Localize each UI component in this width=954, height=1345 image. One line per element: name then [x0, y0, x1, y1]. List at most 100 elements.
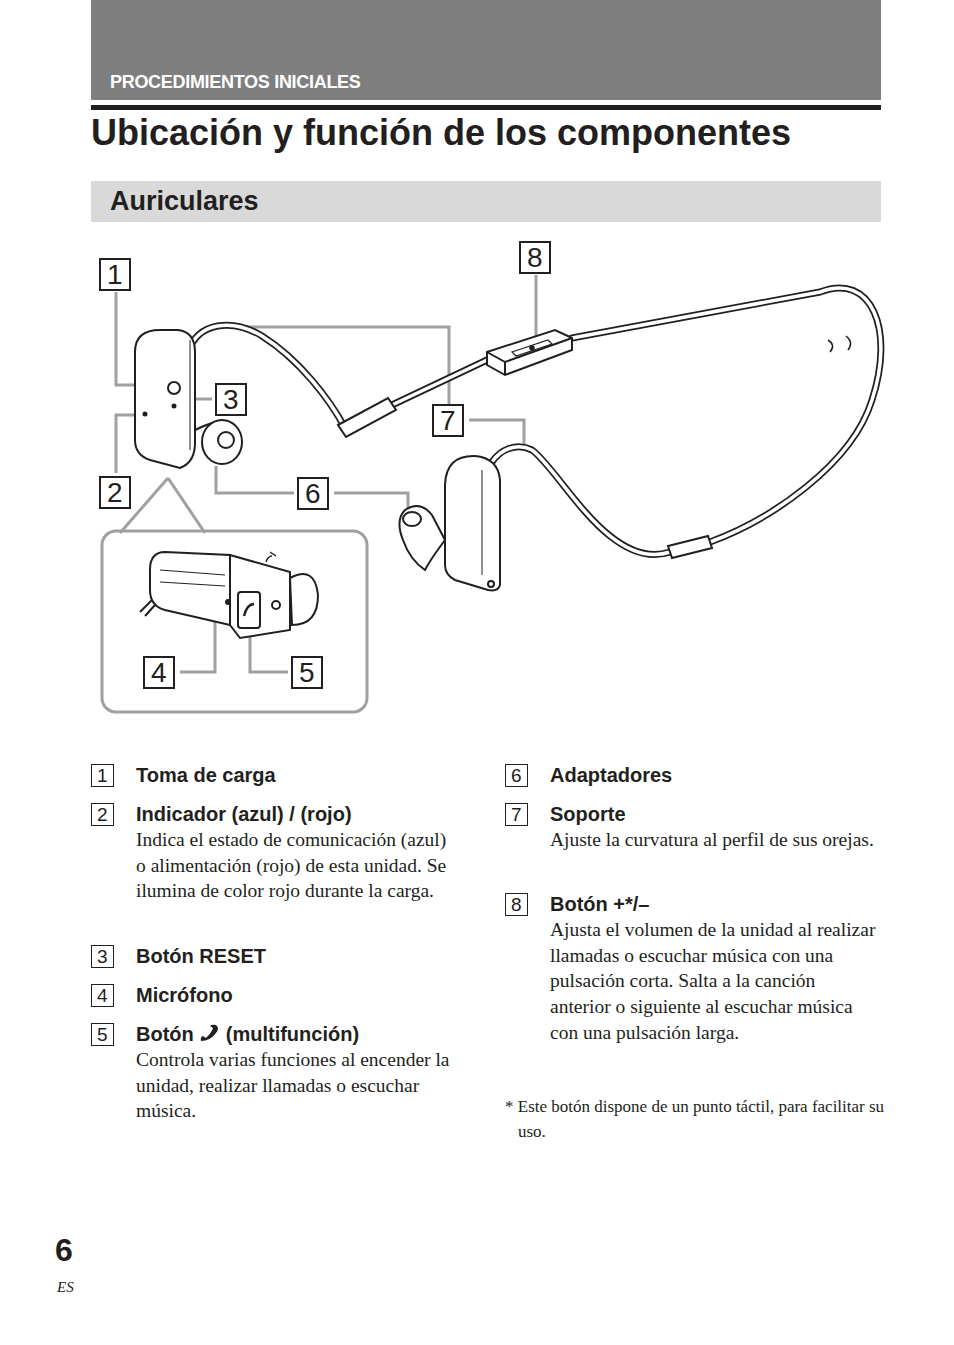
heading-row: Botón +*/–: [550, 891, 880, 917]
heading-row: Toma de carga: [136, 762, 456, 788]
leader-line: [216, 466, 294, 493]
left-earpiece: [173, 405, 176, 408]
callout-number: 8: [519, 241, 551, 274]
part-name: Botón +*/–: [550, 891, 649, 917]
heading-row: Adaptadores: [550, 762, 880, 788]
callout-number: 4: [91, 984, 114, 1007]
leader-line: [102, 275, 536, 712]
right-earpiece: [482, 470, 483, 575]
part-description: 7 SoporteAjuste la curvatura al perfil de…: [505, 801, 880, 853]
section-band: Auriculares: [91, 181, 881, 222]
callout-box: 4: [143, 656, 175, 689]
cable-sleeve: [338, 398, 396, 437]
left-earpiece: [218, 432, 234, 448]
heading-row: Indicador (azul) / (rojo): [136, 801, 456, 827]
leader-line: [469, 420, 524, 444]
cable: [188, 288, 881, 555]
leader-line: [535, 275, 538, 338]
inset-earpiece: [140, 600, 155, 616]
callout-box: 3: [215, 383, 247, 416]
phone-icon: [198, 1024, 222, 1044]
cable-break: [828, 336, 851, 352]
right-earpiece: [488, 581, 494, 587]
callout-number: 7: [432, 404, 464, 437]
leader-line: [116, 415, 134, 473]
inset-earpiece: [290, 574, 318, 625]
part-description-text: Ajusta el volumen de la unidad al realiz…: [550, 917, 880, 1046]
part-name: Indicador (azul) / (rojo): [136, 801, 352, 827]
leader-line: [334, 493, 408, 512]
volume-button: [512, 340, 552, 356]
callout-box: 5: [291, 656, 323, 689]
page-number: 6: [55, 1232, 73, 1269]
language-code: ES: [57, 1279, 74, 1296]
inset-earpiece: [140, 552, 318, 638]
right-earpiece: [399, 456, 500, 590]
cable-sleeve: [668, 536, 712, 558]
callout-number: 7: [505, 803, 528, 826]
inset-earpiece: [272, 601, 280, 609]
inset-earpiece: [266, 552, 276, 562]
callout-box: 7: [432, 404, 464, 437]
part-name: (multifunción): [226, 1021, 359, 1047]
callout-box: 6: [297, 477, 329, 510]
callout-box: 1: [99, 258, 131, 291]
part-description-text: Controla varias funciones al encender la…: [136, 1047, 456, 1124]
header-band: PROCEDIMIENTOS INICIALES: [91, 0, 881, 100]
heading-row: Botón (multifunción): [136, 1021, 456, 1047]
part-description: 3Botón RESET: [91, 943, 456, 969]
right-earpiece: [399, 506, 445, 570]
part-description: 1 Toma de carga: [91, 762, 456, 788]
page-title: Ubicación y función de los componentes: [91, 112, 791, 154]
part-description: 5 Botón (multifunción)Controla varias func…: [91, 1021, 456, 1124]
volume-button: [487, 338, 572, 375]
section-heading: Auriculares: [110, 186, 259, 217]
heading-row: Soporte: [550, 801, 880, 827]
left-earpiece: [144, 413, 147, 416]
cable-break: [828, 336, 851, 352]
footnote: * Este botón dispone de un punto táctil,…: [505, 1094, 893, 1144]
heading-row: Botón RESET: [136, 943, 456, 969]
part-name: Adaptadores: [550, 762, 672, 788]
callout-box: 8: [519, 241, 551, 274]
right-earpiece: [403, 512, 421, 526]
callout-number: 8: [505, 893, 528, 916]
right-earpiece: [445, 456, 500, 590]
callout-number: 5: [91, 1023, 114, 1046]
part-name: Botón RESET: [136, 943, 266, 969]
part-name: Soporte: [550, 801, 626, 827]
volume-button: [487, 330, 572, 375]
left-earpiece: [168, 382, 180, 394]
left-earpiece: [190, 340, 191, 450]
callout-number: 6: [297, 477, 329, 510]
leader-line: [102, 531, 367, 712]
cable-sleeve: [338, 398, 712, 558]
inset-earpiece: [238, 592, 260, 628]
inset-earpiece: [230, 555, 290, 638]
part-description-text: Indica el estado de comunicación (azul) …: [136, 827, 456, 904]
callout-number: 4: [143, 656, 175, 689]
part-description: 8 Botón +*/–Ajusta el volumen de la unida…: [505, 891, 880, 1046]
inset-earpiece: [226, 600, 230, 604]
part-name: Micrófono: [136, 982, 233, 1008]
callout-number: 1: [91, 764, 114, 787]
cable: [188, 288, 881, 555]
part-name: Botón: [136, 1021, 194, 1047]
part-name: Toma de carga: [136, 762, 276, 788]
callout-number: 6: [505, 764, 528, 787]
part-description: 2 Indicador (azul) / (rojo)Indica el esta…: [91, 801, 456, 904]
volume-button: [530, 346, 534, 350]
callout-number: 2: [91, 803, 114, 826]
part-description-text: Ajuste la curvatura al perfil de sus ore…: [550, 827, 880, 853]
left-earpiece: [135, 330, 195, 468]
inset-earpiece: [244, 604, 254, 616]
cable: [188, 288, 881, 555]
chapter-heading: PROCEDIMIENTOS INICIALES: [110, 72, 361, 93]
phone-icon: [201, 1025, 218, 1041]
volume-button: [487, 330, 572, 375]
part-description: 4 Micrófono: [91, 982, 456, 1008]
leader-line: [168, 478, 205, 533]
inset-earpiece: [160, 570, 225, 586]
left-earpiece: [202, 420, 242, 464]
callout-number: 2: [99, 476, 131, 509]
